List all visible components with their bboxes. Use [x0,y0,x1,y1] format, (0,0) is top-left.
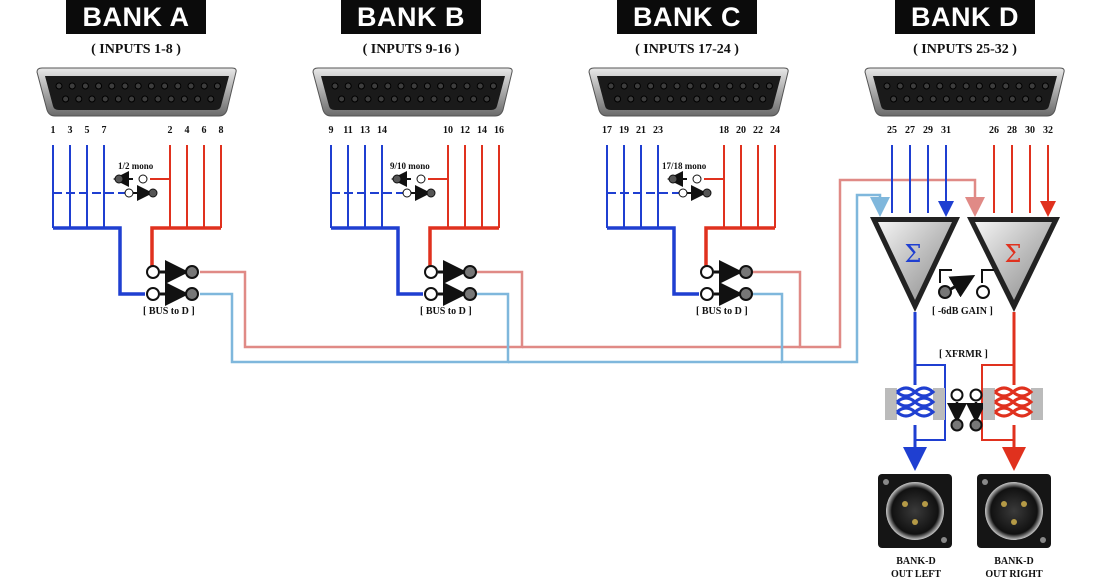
bank-c-mono-label: 17/18 mono [662,161,707,171]
dsub-connector [864,67,1065,117]
pin-number: 18 [719,125,729,136]
pin-number: 21 [636,125,646,136]
pin-number: 20 [736,125,746,136]
pin-number: 22 [753,125,763,136]
gain-switch[interactable] [938,269,994,299]
pin-number: 5 [84,125,90,136]
pin-number: 24 [770,125,780,136]
pin-number: 11 [343,125,353,136]
bank-b-mono-label: 9/10 mono [390,161,430,171]
bank-d-title: BANK D [895,0,1035,34]
out-left-line2: OUT LEFT [890,569,942,580]
pin-number: 17 [602,125,612,136]
bank-a-subtitle: ( INPUTS 1-8 ) [91,42,181,57]
bank-b-bus-label: [ BUS to D ] [420,306,472,317]
bank-a-title: BANK A [66,0,206,34]
pin-number: 9 [328,125,334,136]
bank-d-wiring [891,145,1048,213]
summing-right [967,217,1060,312]
sigma-left-icon: Σ [905,240,922,268]
pin-number: 8 [218,125,224,136]
out-right-line1: BANK-D [994,556,1034,567]
pin-number: 13 [360,125,370,136]
pin-number: 10 [443,125,453,136]
dsub-connector [36,67,237,117]
pin-number: 12 [460,125,470,136]
transformer-right-icon [983,386,1043,420]
pin-number: 14 [377,125,387,136]
xfrmr-label: [ XFRMR ] [939,349,988,360]
bank-a-mono-label: 1/2 mono [118,161,154,171]
pin-number: 30 [1025,125,1035,136]
bank-b-wiring [330,145,500,306]
pin-number: 32 [1043,125,1053,136]
xlr-left-connector [878,474,952,548]
transformer-switch[interactable] [950,388,983,432]
bank-c-subtitle: ( INPUTS 17-24 ) [635,42,739,57]
pin-number: 14 [477,125,487,136]
xlr-right-connector [977,474,1051,548]
bus-right-line [200,178,975,349]
pin-number: 19 [619,125,629,136]
pin-number: 27 [905,125,915,136]
transformer-left-icon [885,386,945,420]
dsub-connector [312,67,513,117]
bank-c-wiring [606,145,776,306]
pin-number: 23 [653,125,663,136]
gain-label: [ -6dB GAIN ] [932,306,993,317]
output-wiring [903,312,1026,471]
bank-c-title: BANK C [617,0,757,34]
out-right-line2: OUT RIGHT [985,569,1043,580]
pin-number: 31 [941,125,951,136]
pin-number: 7 [101,125,107,136]
bank-a-bus-label: [ BUS to D ] [143,306,195,317]
pin-number: 2 [167,125,173,136]
dsub-connector [588,67,789,117]
pin-number: 25 [887,125,897,136]
pin-number: 29 [923,125,933,136]
pin-number: 6 [201,125,207,136]
summing-left [870,217,960,312]
bank-b-subtitle: ( INPUTS 9-16 ) [362,42,460,57]
bus-left-line [200,193,880,364]
dsub-connectors [36,67,1065,117]
pin-number: 28 [1007,125,1017,136]
pin-number: 16 [494,125,504,136]
sigma-right-icon: Σ [1005,240,1022,268]
bus-lines [200,178,975,364]
pin-number: 3 [67,125,73,136]
bank-c-bus-label: [ BUS to D ] [696,306,748,317]
bank-b-title: BANK B [341,0,481,34]
out-left-line1: BANK-D [896,556,936,567]
pin-number: 4 [184,125,190,136]
pin-number: 1 [50,125,56,136]
pin-number: 26 [989,125,999,136]
bank-d-subtitle: ( INPUTS 25-32 ) [913,42,1017,57]
bank-a-wiring [52,145,222,306]
